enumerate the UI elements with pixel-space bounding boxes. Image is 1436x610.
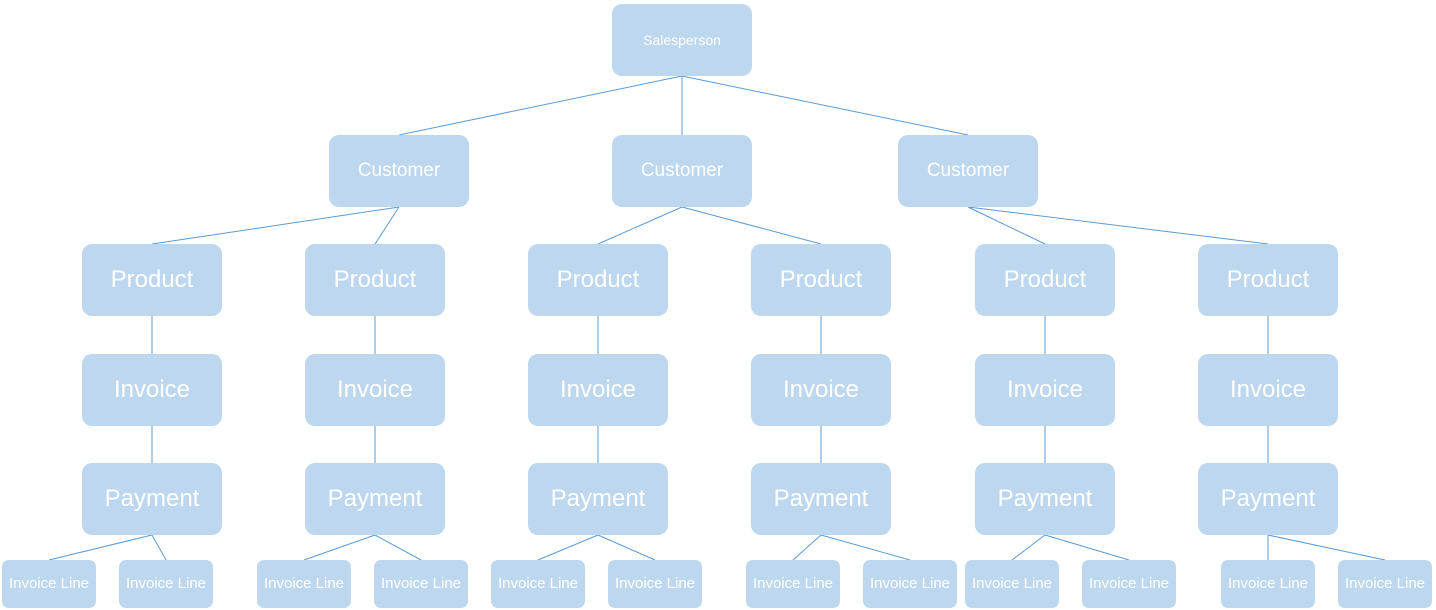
customer-node-label: Customer: [640, 159, 724, 181]
invoice-line-node-label: Invoice Line: [1344, 575, 1426, 592]
invoice-node-label: Invoice: [113, 375, 191, 403]
invoice-node: Invoice: [82, 354, 222, 426]
payment-node: Payment: [528, 463, 668, 535]
connector-line: [597, 534, 656, 561]
payment-node: Payment: [305, 463, 445, 535]
product-node: Product: [751, 244, 891, 316]
invoice-line-node-label: Invoice Line: [614, 575, 696, 592]
invoice-line-node-label: Invoice Line: [1088, 575, 1170, 592]
payment-node: Payment: [82, 463, 222, 535]
invoice-node-label: Invoice: [782, 375, 860, 403]
connector-line: [398, 75, 683, 136]
invoice-line-node: Invoice Line: [119, 560, 213, 608]
connector-line: [820, 534, 911, 561]
connector-line: [1267, 534, 1386, 561]
invoice-line-node-label: Invoice Line: [263, 575, 345, 592]
payment-node: Payment: [975, 463, 1115, 535]
payment-node-label: Payment: [773, 484, 869, 512]
connector-line: [151, 206, 400, 245]
payment-node-label: Payment: [104, 484, 200, 512]
invoice-line-node: Invoice Line: [965, 560, 1059, 608]
customer-node: Customer: [898, 135, 1038, 207]
connector-line: [374, 206, 400, 245]
invoice-node-label: Invoice: [336, 375, 414, 403]
product-node: Product: [1198, 244, 1338, 316]
product-node-label: Product: [556, 265, 640, 293]
invoice-node: Invoice: [305, 354, 445, 426]
customer-node: Customer: [612, 135, 752, 207]
invoice-line-node: Invoice Line: [491, 560, 585, 608]
connector-line: [1011, 534, 1046, 561]
invoice-line-node: Invoice Line: [608, 560, 702, 608]
invoice-line-node-label: Invoice Line: [8, 575, 90, 592]
invoice-line-node-label: Invoice Line: [869, 575, 951, 592]
invoice-line-node-label: Invoice Line: [971, 575, 1053, 592]
product-node: Product: [975, 244, 1115, 316]
customer-node: Customer: [329, 135, 469, 207]
connector-line: [792, 534, 822, 561]
connector-line: [597, 206, 683, 245]
payment-node-label: Payment: [327, 484, 423, 512]
payment-node-label: Payment: [1220, 484, 1316, 512]
invoice-line-node-label: Invoice Line: [752, 575, 834, 592]
connector-line: [374, 534, 422, 561]
product-node-label: Product: [1226, 265, 1310, 293]
salesperson-node: Salesperson: [612, 4, 752, 76]
invoice-line-node: Invoice Line: [746, 560, 840, 608]
connector-line: [303, 534, 376, 561]
payment-node-label: Payment: [550, 484, 646, 512]
invoice-node: Invoice: [1198, 354, 1338, 426]
invoice-node-label: Invoice: [1229, 375, 1307, 403]
invoice-line-node: Invoice Line: [2, 560, 96, 608]
payment-node-label: Payment: [997, 484, 1093, 512]
salesperson-node-label: Salesperson: [643, 31, 721, 48]
product-node-label: Product: [779, 265, 863, 293]
invoice-line-node: Invoice Line: [1338, 560, 1432, 608]
invoice-line-node: Invoice Line: [1221, 560, 1315, 608]
connector-line: [967, 206, 1046, 245]
customer-node-label: Customer: [926, 159, 1010, 181]
connector-line: [681, 75, 969, 136]
product-node-label: Product: [110, 265, 194, 293]
product-node: Product: [82, 244, 222, 316]
invoice-line-node-label: Invoice Line: [125, 575, 207, 592]
product-node-label: Product: [1003, 265, 1087, 293]
connector-line: [1044, 534, 1130, 561]
invoice-node-label: Invoice: [559, 375, 637, 403]
product-node: Product: [305, 244, 445, 316]
invoice-line-node-label: Invoice Line: [497, 575, 579, 592]
invoice-line-node: Invoice Line: [863, 560, 957, 608]
product-node: Product: [528, 244, 668, 316]
invoice-node: Invoice: [751, 354, 891, 426]
invoice-node-label: Invoice: [1006, 375, 1084, 403]
invoice-line-node-label: Invoice Line: [380, 575, 462, 592]
connector-line: [967, 206, 1269, 245]
connector-line: [537, 534, 599, 561]
invoice-line-node: Invoice Line: [257, 560, 351, 608]
product-node-label: Product: [333, 265, 417, 293]
connector-line: [681, 206, 822, 245]
invoice-line-node: Invoice Line: [1082, 560, 1176, 608]
customer-node-label: Customer: [357, 159, 441, 181]
payment-node: Payment: [1198, 463, 1338, 535]
connector-line: [48, 534, 153, 561]
invoice-node: Invoice: [528, 354, 668, 426]
invoice-line-node: Invoice Line: [374, 560, 468, 608]
invoice-node: Invoice: [975, 354, 1115, 426]
payment-node: Payment: [751, 463, 891, 535]
connector-line: [151, 534, 167, 561]
invoice-line-node-label: Invoice Line: [1227, 575, 1309, 592]
